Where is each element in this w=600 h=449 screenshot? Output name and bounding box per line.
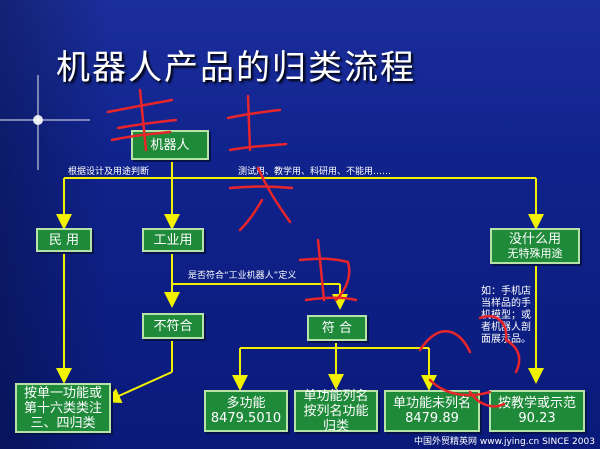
node-single-listed-line-3: 归类 [322, 418, 349, 434]
node-robot-label: 机器人 [150, 137, 190, 153]
node-industrial: 工业用 [142, 228, 204, 252]
node-teaching: 按教学或示范 90.23 [489, 390, 585, 432]
node-single-unlisted-line-1: 单功能未列名 [392, 396, 471, 411]
note-usages: 测试用、教学用、科研用、不能用…… [238, 167, 392, 177]
node-no-use-label: 没什么用 [508, 232, 561, 247]
node-by-function-line-1: 按单一功能或 [23, 385, 102, 401]
node-by-function-line-2: 第十六类类注 [23, 400, 102, 416]
node-single-unlisted-line-2: 8479.89 [405, 411, 459, 426]
node-single-listed-line-1: 单功能列名 [303, 388, 369, 404]
footer-credit: 中国外贸精英网 www.jying.cn SINCE 2003 [414, 437, 595, 447]
node-not-conform-label: 不符合 [153, 318, 193, 334]
node-conform: 符 合 [307, 315, 367, 341]
node-by-function-line-3: 三、四归类 [30, 415, 96, 431]
node-no-use-sub: 无特殊用途 [507, 247, 563, 260]
node-civil: 民 用 [36, 228, 92, 252]
node-teaching-line-2: 90.23 [518, 411, 556, 426]
node-teaching-line-1: 按教学或示范 [497, 396, 576, 411]
node-by-function: 按单一功能或 第十六类类注 三、四归类 [15, 383, 111, 433]
node-not-conform: 不符合 [142, 313, 204, 339]
node-conform-label: 符 合 [321, 320, 353, 336]
slide-title: 机器人产品的归类流程 [56, 48, 416, 88]
node-multi-function-line-1: 多功能 [226, 396, 266, 411]
node-no-use: 没什么用 无特殊用途 [490, 228, 580, 264]
left-shade [0, 0, 110, 449]
note-definition: 是否符合“工业机器人”定义 [188, 271, 297, 281]
node-multi-function-line-2: 8479.5010 [210, 411, 282, 426]
node-industrial-label: 工业用 [153, 232, 193, 248]
node-civil-label: 民 用 [48, 232, 80, 248]
node-single-listed-line-2: 按列名功能 [303, 403, 369, 419]
node-single-listed: 单功能列名 按列名功能 归类 [294, 388, 378, 434]
node-single-unlisted: 单功能未列名 8479.89 [384, 390, 480, 432]
node-multi-function: 多功能 8479.5010 [204, 390, 288, 432]
note-design-use: 根据设计及用途判断 [68, 167, 150, 177]
